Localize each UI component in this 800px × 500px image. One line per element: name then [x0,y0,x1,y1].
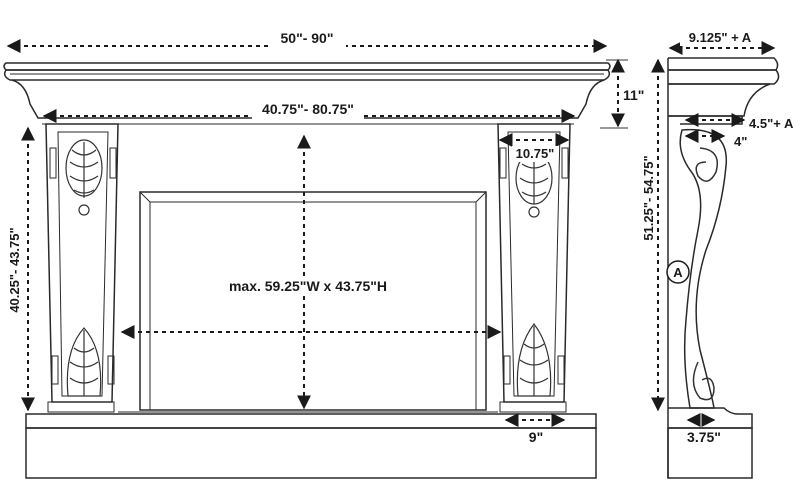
side-shelf-top [668,57,779,71]
left-leaf-ornament-top [65,139,103,216]
side-depth-label: 9.125" + A [689,30,752,45]
front-view [3,62,611,479]
left-leg-ear-top [49,147,57,179]
side-overhang-label: 4.5"+ A [749,116,794,131]
side-base [668,407,753,429]
corbel-scroll-bottom [692,361,715,401]
left-leaf-ornament-bottom [66,327,102,397]
mantel-shelf-top [3,62,611,71]
mantel-shelf-edge [3,69,611,81]
labels: 50"- 90" 40.75"- 80.75" 11" 10.75" 9" 40… [6,28,794,445]
right-leg-ear-bottom-r [557,355,565,385]
left-leg-base [47,401,115,413]
right-leg-base [499,401,567,413]
right-leg-ear-bottom [503,355,511,385]
left-leg-ear-bottom-r [107,355,115,385]
firebox-opening [149,201,477,411]
side-corbel-bottom-label: 3.75" [687,429,721,445]
side-marker-circle [666,260,690,284]
hearth-base [25,427,597,479]
opening-size-label: max. 59.25"W x 43.75"H [229,278,387,294]
leg-top-width-label: 10.75" [516,146,555,161]
right-leg-panel [507,131,561,397]
side-height-label: 51.25"- 54.75" [641,155,656,240]
side-marker-label: A [673,265,683,280]
side-dimensions [651,41,776,427]
overall-width-label: 50"- 90" [281,30,334,46]
side-shelf-edge [668,69,780,85]
side-cove [668,83,771,117]
leg-height-label: 40.25"- 43.75" [7,227,22,312]
right-leaf-ornament-top [515,151,553,218]
leg-bottom-width-label: 9" [529,429,543,445]
firebox-surround [139,191,487,411]
right-leg-ear-top-r [561,147,569,179]
side-corbel-top-label: 4" [734,134,747,149]
shelf-height-label: 11" [623,87,644,103]
shelf-width-label: 40.75"- 80.75" [262,101,354,117]
corbel-scroll-top [695,147,718,182]
left-leg-ear-top-r [109,147,117,179]
side-view [667,57,780,479]
hearth-top [25,413,597,429]
left-leg-ear-bottom [51,355,59,385]
left-leg-panel [57,131,109,397]
right-leg-ear-top [499,147,507,179]
right-leaf-ornament-bottom [516,323,552,397]
side-hearth [667,427,753,479]
